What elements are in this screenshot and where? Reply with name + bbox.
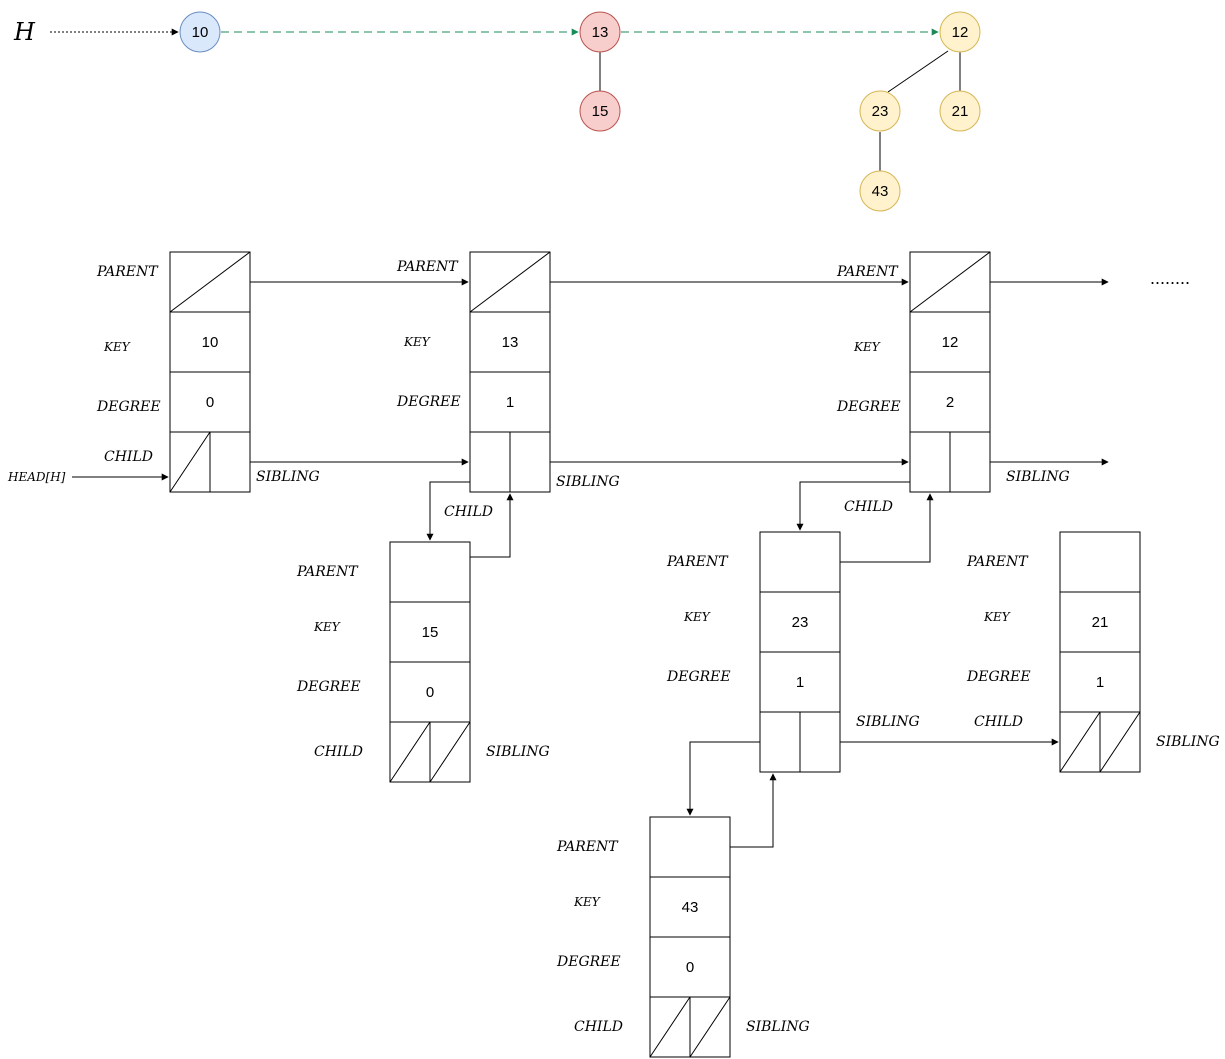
child-label: CHILD bbox=[104, 449, 153, 465]
record-key: 10 bbox=[202, 334, 219, 351]
tree-node-23: 23 bbox=[859, 90, 901, 132]
sibling-label: SIBLING bbox=[556, 474, 620, 490]
tree-node-key: 12 bbox=[952, 24, 969, 41]
record-node-12: 12 2 PARENT KEY DEGREE CHILD SIBLING bbox=[836, 251, 1070, 515]
key-label: KEY bbox=[313, 620, 341, 634]
degree-label: DEGREE bbox=[556, 954, 621, 970]
tree-node-key: 23 bbox=[872, 103, 889, 120]
tree-node-10: 10 bbox=[179, 11, 221, 53]
sibling-label: SIBLING bbox=[856, 714, 920, 730]
record-key: 12 bbox=[942, 334, 959, 351]
parent-label: PARENT bbox=[966, 554, 1029, 570]
degree-label: DEGREE bbox=[836, 399, 901, 415]
tree-node-key: 13 bbox=[592, 24, 609, 41]
tree-node-21: 21 bbox=[939, 90, 981, 132]
parent-link-23-12 bbox=[840, 493, 934, 563]
degree-label: DEGREE bbox=[96, 399, 161, 415]
head-h-label: H bbox=[13, 18, 36, 46]
tree-node-key: 15 bbox=[592, 103, 609, 120]
parent-label: PARENT bbox=[666, 554, 729, 570]
parent-label: PARENT bbox=[96, 264, 159, 280]
parent-label: PARENT bbox=[396, 259, 459, 275]
record-node-15: 15 0 PARENT KEY DEGREE CHILD SIBLING bbox=[296, 541, 550, 783]
record-key: 15 bbox=[422, 624, 439, 641]
parent-label: PARENT bbox=[296, 564, 359, 580]
child-label: CHILD bbox=[574, 1019, 623, 1035]
record-node-23: 23 1 PARENT KEY DEGREE SIBLING bbox=[666, 531, 920, 773]
tree-edge-12-23 bbox=[887, 50, 949, 93]
parent-link-43-23 bbox=[730, 773, 777, 848]
record-degree: 1 bbox=[796, 674, 804, 691]
record-node-10: 10 0 PARENT KEY DEGREE CHILD SIBLING HEA… bbox=[7, 251, 320, 493]
tree-node-43: 43 bbox=[859, 170, 901, 212]
record-key: 21 bbox=[1092, 614, 1109, 631]
degree-label: DEGREE bbox=[966, 669, 1031, 685]
tree-node-15: 15 bbox=[579, 90, 621, 132]
degree-label: DEGREE bbox=[396, 394, 461, 410]
record-degree: 0 bbox=[206, 394, 214, 411]
record-key: 23 bbox=[792, 614, 809, 631]
pointer-connectors bbox=[72, 278, 1109, 848]
record-node-43: 43 0 PARENT KEY DEGREE CHILD SIBLING bbox=[556, 816, 810, 1058]
record-degree: 1 bbox=[1096, 674, 1104, 691]
record-degree: 0 bbox=[426, 684, 434, 701]
head-h-pointer-label: HEAD[H] bbox=[7, 470, 66, 484]
parent-label: PARENT bbox=[836, 264, 899, 280]
record-node-21: 21 1 PARENT KEY DEGREE CHILD SIBLING bbox=[966, 531, 1220, 773]
key-label: KEY bbox=[403, 335, 431, 349]
key-label: KEY bbox=[983, 610, 1011, 624]
continuation-ellipsis: ........ bbox=[1150, 268, 1190, 288]
sibling-label: SIBLING bbox=[1156, 734, 1220, 750]
child-link-12-23 bbox=[796, 481, 910, 531]
record-degree: 1 bbox=[506, 394, 514, 411]
degree-label: DEGREE bbox=[666, 669, 731, 685]
record-degree: 0 bbox=[686, 959, 694, 976]
parent-link-15-13 bbox=[470, 493, 514, 558]
child-label: CHILD bbox=[444, 504, 493, 520]
degree-label: DEGREE bbox=[296, 679, 361, 695]
sibling-label: SIBLING bbox=[746, 1019, 810, 1035]
child-label: CHILD bbox=[314, 744, 363, 760]
child-label: CHILD bbox=[844, 499, 893, 515]
key-label: KEY bbox=[103, 340, 131, 354]
record-node-13: 13 1 PARENT KEY DEGREE CHILD SIBLING bbox=[396, 251, 620, 520]
key-label: KEY bbox=[573, 895, 601, 909]
parent-label: PARENT bbox=[556, 839, 619, 855]
tree-node-key: 43 bbox=[872, 183, 889, 200]
key-label: KEY bbox=[853, 340, 881, 354]
tree-node-key: 10 bbox=[192, 24, 209, 41]
heap-tree: H 10 13 12 15 23 21 bbox=[13, 11, 981, 212]
child-link-13-15 bbox=[426, 481, 470, 541]
child-label: CHILD bbox=[974, 714, 1023, 730]
sibling-label: SIBLING bbox=[486, 744, 550, 760]
tree-node-12: 12 bbox=[939, 11, 981, 53]
record-degree: 2 bbox=[946, 394, 954, 411]
sibling-label: SIBLING bbox=[256, 469, 320, 485]
record-key: 13 bbox=[502, 334, 519, 351]
key-label: KEY bbox=[683, 610, 711, 624]
sibling-label: SIBLING bbox=[1006, 469, 1070, 485]
tree-node-key: 21 bbox=[952, 103, 969, 120]
record-key: 43 bbox=[682, 899, 699, 916]
tree-node-13: 13 bbox=[579, 11, 621, 53]
child-link-23-43 bbox=[686, 741, 760, 816]
